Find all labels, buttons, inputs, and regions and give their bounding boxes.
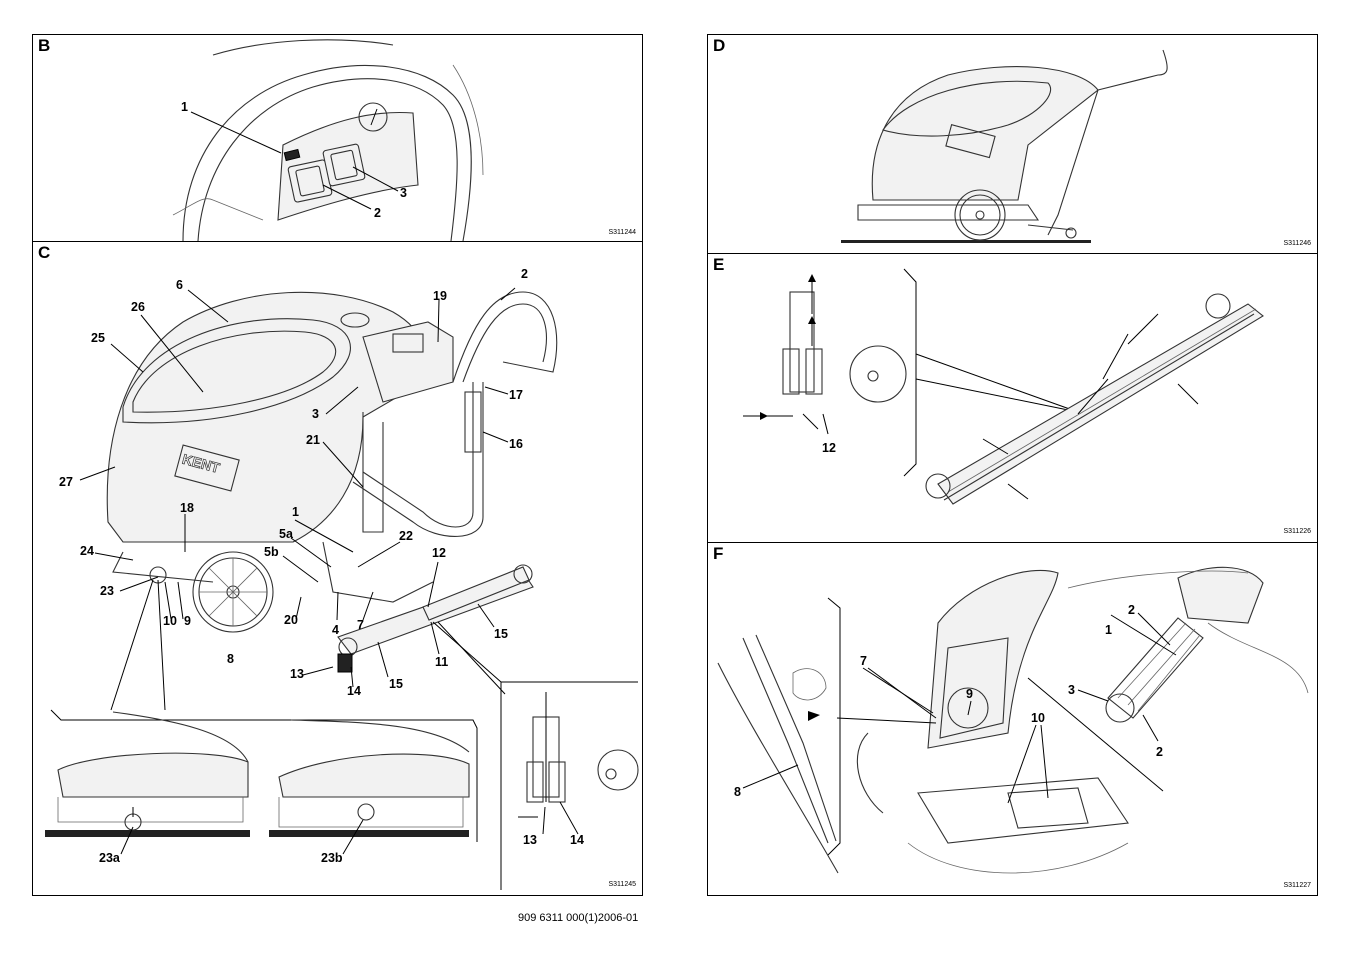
label-13b: 13 <box>523 833 537 847</box>
label-9: 9 <box>184 614 191 628</box>
panel-letter: C <box>38 243 51 262</box>
label-15: 15 <box>494 627 508 641</box>
label-14b: 14 <box>570 833 584 847</box>
label-2: 2 <box>1128 603 1135 617</box>
label-23: 23 <box>100 584 114 598</box>
label-27: 27 <box>59 475 73 489</box>
figure-code: S311245 <box>608 881 636 888</box>
label-5b: 5b <box>264 545 279 559</box>
label-4: 4 <box>332 623 339 637</box>
label-8: 8 <box>734 785 741 799</box>
label-1: 1 <box>1105 623 1112 637</box>
label-6: 6 <box>176 278 183 292</box>
document-number: 909 6311 000(1)2006-01 <box>518 912 639 924</box>
label-10: 10 <box>163 614 177 628</box>
label-22: 22 <box>399 529 413 543</box>
label-16: 16 <box>509 437 523 451</box>
panel-letter: E <box>713 255 725 274</box>
label-26: 26 <box>131 300 145 314</box>
label-1: 1 <box>181 100 188 114</box>
panel-letter: B <box>38 36 51 55</box>
panel-letter: F <box>713 544 724 563</box>
control-panel-illustration <box>172 39 484 241</box>
label-8: 8 <box>227 652 234 666</box>
label-23a: 23a <box>99 851 120 865</box>
figure-code: S311226 <box>1283 528 1311 535</box>
panel-e: E 12 S311226 <box>707 253 1318 543</box>
figure-code: S311246 <box>1283 240 1311 247</box>
label-7: 7 <box>357 618 364 632</box>
label-19: 19 <box>433 289 447 303</box>
label-12: 12 <box>822 441 836 455</box>
panel-b: B 1 2 3 S311244 <box>32 34 643 242</box>
label-7: 7 <box>860 654 867 668</box>
label-9: 9 <box>966 687 973 701</box>
label-2: 2 <box>521 267 528 281</box>
label-15b: 15 <box>389 677 403 691</box>
label-17: 17 <box>509 388 523 402</box>
label-3: 3 <box>312 407 319 421</box>
label-3: 3 <box>400 186 407 200</box>
label-11: 11 <box>435 655 449 669</box>
panel-d: D S311246 <box>707 34 1318 254</box>
label-3: 3 <box>1068 683 1075 697</box>
figure-code: S311227 <box>1283 882 1311 889</box>
panel-letter: D <box>713 36 726 55</box>
label-14: 14 <box>347 684 361 698</box>
squeegee-illustration <box>743 268 1264 505</box>
label-5a: 5a <box>279 527 293 541</box>
label-25: 25 <box>91 331 105 345</box>
panel-f: F 2 1 7 <box>707 542 1318 896</box>
label-12: 12 <box>432 546 446 560</box>
machine-side-illustration <box>841 49 1168 243</box>
label-21: 21 <box>306 433 320 447</box>
label-1: 1 <box>292 505 299 519</box>
label-20: 20 <box>284 613 298 627</box>
recovery-tank-illustration <box>717 566 1309 874</box>
panel-c: C KENT <box>32 241 643 896</box>
label-2: 2 <box>374 206 381 220</box>
label-23b: 23b <box>321 851 343 865</box>
label-10: 10 <box>1031 711 1045 725</box>
figure-code: S311244 <box>608 229 636 236</box>
label-24: 24 <box>80 544 94 558</box>
scrubber-drier-illustration: KENT <box>45 287 639 890</box>
label-2b: 2 <box>1156 745 1163 759</box>
label-13: 13 <box>290 667 304 681</box>
label-18: 18 <box>180 501 194 515</box>
